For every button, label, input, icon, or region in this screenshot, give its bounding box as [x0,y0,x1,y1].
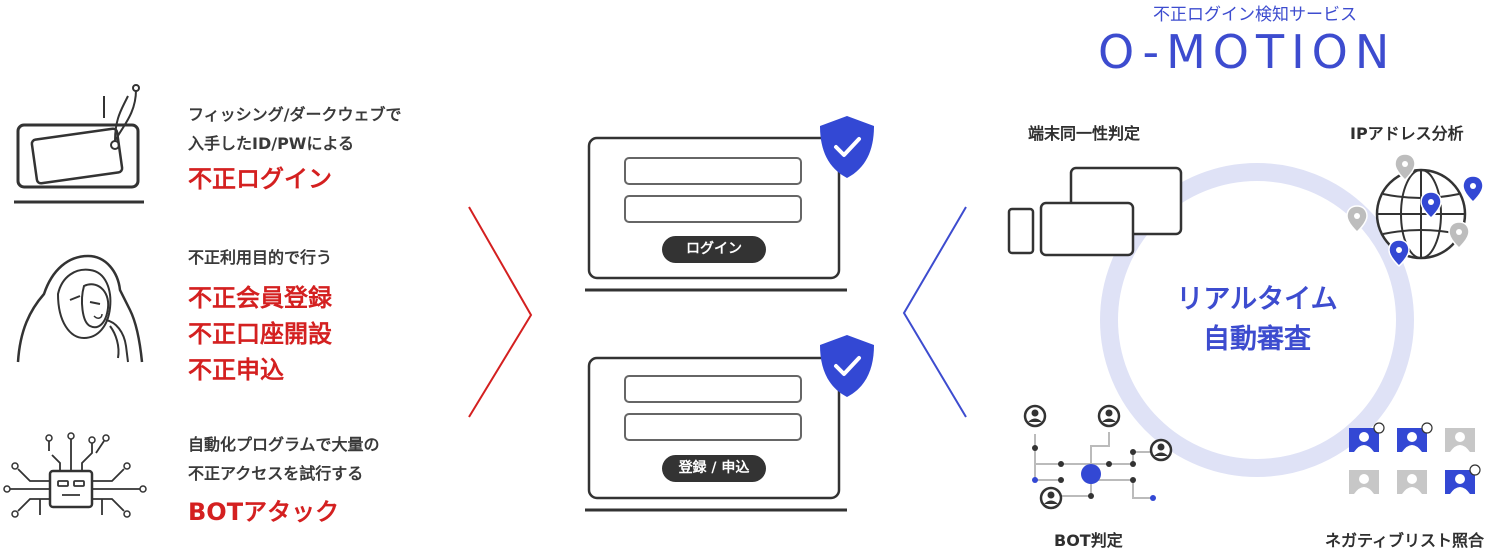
threat-1-desc-line2: 入手したID/PWによる [188,134,354,153]
threat-3-desc-line1: 自動化プログラムで大量の [188,435,380,454]
threat-2-title-3: 不正申込 [188,356,284,384]
center-line1: リアルタイム [1176,284,1338,315]
register-button[interactable]: 登録 / 申込 [662,455,766,482]
hooded-hacker-icon [16,254,144,363]
threat-arrow-chevron [468,206,533,418]
feature-ip-label: IPアドレス分析 [1350,124,1464,143]
realtime-ring [1100,163,1414,477]
threat-1-desc-line1: フィッシング/ダークウェブで [188,105,402,124]
shield-check-icon [820,335,874,397]
phishing-laptop-icon [14,84,144,204]
login-button[interactable]: ログイン [662,236,766,263]
bot-network-icon [1023,404,1173,510]
threat-1-title: 不正ログイン [188,165,332,193]
feature-device-label: 端末同一性判定 [1028,124,1141,143]
threat-3-desc-line2: 不正アクセスを試行する [188,464,364,483]
brand-tagline: 不正ログイン検知サービス [1153,5,1357,25]
threat-2-title-1: 不正会員登録 [188,284,332,312]
feature-bot-label: BOT判定 [1054,531,1123,550]
devices-icon [1007,166,1183,257]
brand-logo: O-MOTION [1098,25,1397,79]
negative-list-icon [1349,422,1481,494]
center-line2: 自動審査 [1203,324,1311,355]
login-form-laptop [585,136,847,292]
threat-2-title-2: 不正口座開設 [188,320,332,348]
service-arrow-chevron [902,206,967,418]
threat-2-desc-line1: 不正利用目的で行う [188,248,333,267]
threat-3-title: BOTアタック [188,498,340,526]
shield-check-icon [820,116,874,178]
globe-pins-icon [1346,153,1484,268]
bot-icon [3,432,147,518]
register-form-laptop [585,356,847,512]
feature-negative-label: ネガティブリスト照合 [1325,531,1485,550]
